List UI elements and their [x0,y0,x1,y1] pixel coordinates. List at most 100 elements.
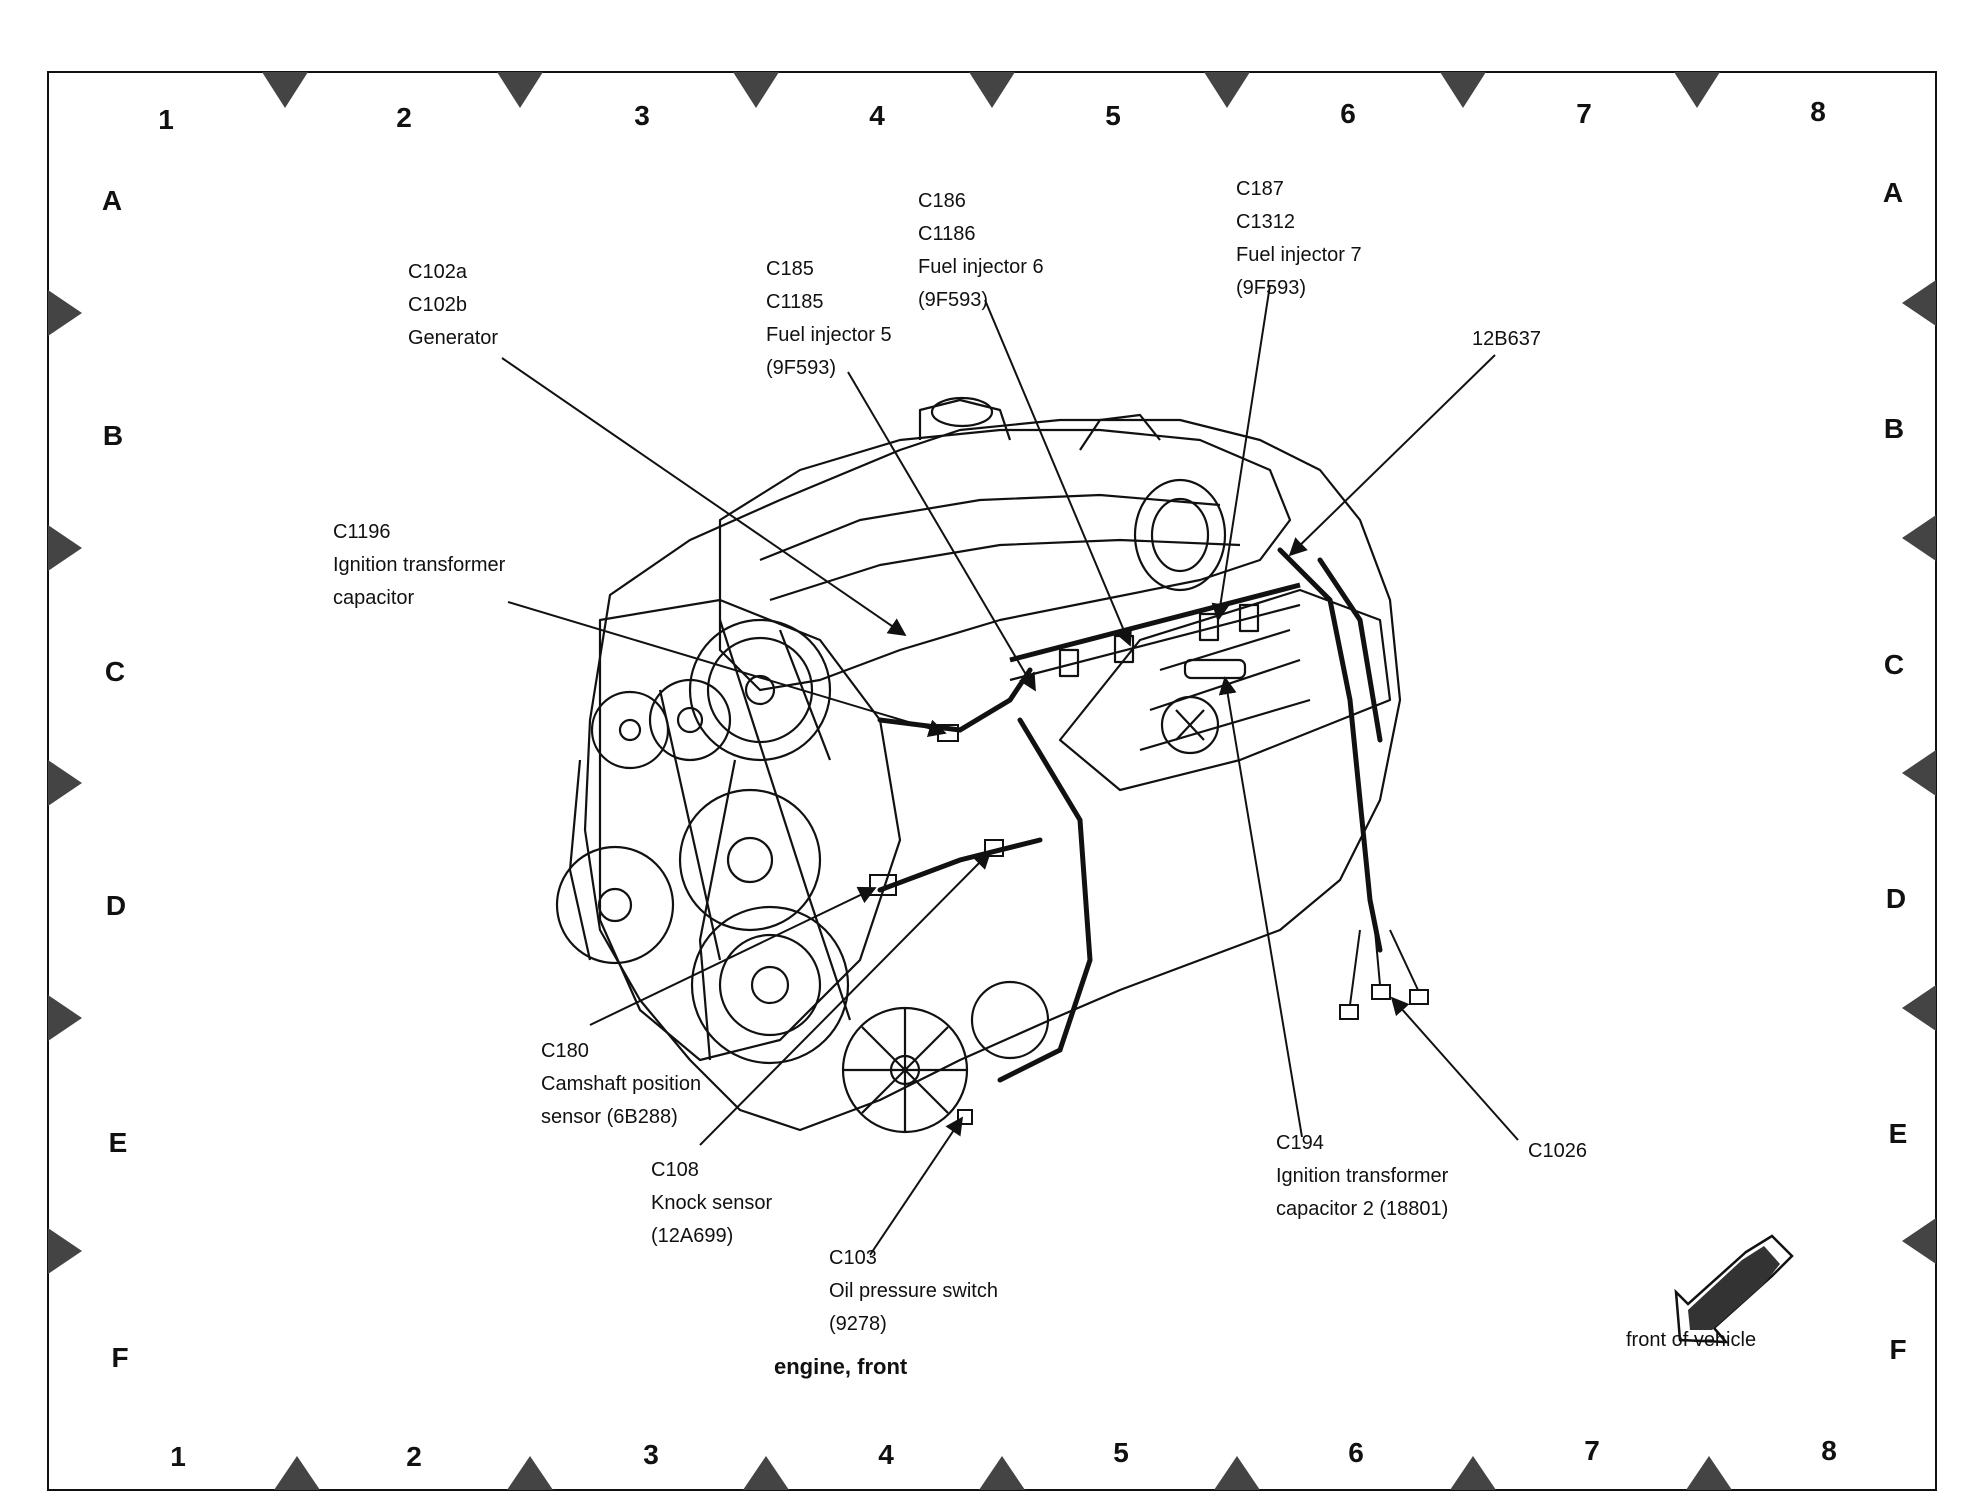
callout-c187-fuel-injector-7: C187 C1312 Fuel injector 7 (9F593) [1236,173,1362,305]
leader-c185 [847,371,1036,692]
crankshaft-hub [750,965,790,1005]
callout-line: sensor (6B288) [541,1106,678,1128]
crank-pulley-upper-hub [726,836,774,884]
grid-col-bottom-7: 7 [1584,1435,1600,1466]
grid-row-left-d: D [105,890,127,921]
valve-cover [1058,588,1392,792]
leader-c180 [589,886,877,1026]
grid-row-left-a: A [101,185,123,216]
grid-row-right-c: C [1883,649,1905,680]
grid-marker [1450,1456,1496,1490]
intake-ridge [759,493,1221,562]
grid-marker [48,760,82,806]
leader-lines [501,284,1519,1256]
grid-col-top-5: 5 [1105,100,1121,131]
idler-pulley-1 [648,678,732,762]
callout-line: C185 [766,258,814,280]
grid-col-top-1: 1 [158,104,174,135]
callout-line: C108 [651,1159,699,1181]
top-edge-markers [262,72,1720,108]
callout-line: (12A699) [651,1225,734,1247]
leader-c108 [699,850,992,1146]
grid-marker [1902,1218,1936,1264]
connector-c1026-c [1409,989,1429,1005]
callout-12b637: 12B637 [1472,323,1541,356]
callout-line: C1312 [1236,211,1295,233]
grid-col-bottom-3: 3 [643,1439,659,1470]
connector-c108 [984,839,1004,857]
grid-row-right-e: E [1888,1118,1908,1149]
ac-compressor-face [970,980,1050,1060]
crankshaft-damper-inner [718,933,822,1037]
air-housing-cap [930,396,994,428]
callout-line: capacitor [333,587,415,609]
power-steering-pulley [555,845,675,965]
harness-front [997,717,1093,1083]
water-pump-spokes [843,1008,967,1132]
ps-pulley-hub [597,887,633,923]
grid-col-top-6: 6 [1340,98,1356,129]
crank-pulley-upper [678,788,822,932]
throttle-linkage [1079,413,1161,451]
grid-marker [262,72,308,108]
callout-line: (9278) [829,1313,887,1335]
grid-col-top-8: 8 [1810,96,1826,127]
callout-c102-generator: C102a C102b Generator [408,256,498,355]
callout-line: C102a [408,261,467,283]
grid-col-bottom-5: 5 [1113,1437,1129,1468]
grid-col-top-2: 2 [396,102,412,133]
throttle-bore [1150,497,1210,573]
grid-row-right-f: F [1889,1334,1907,1365]
generator-pulley-hub [744,674,776,706]
callout-line: capacitor 2 (18801) [1276,1198,1449,1220]
grid-marker [48,995,82,1041]
leader-c103 [869,1116,964,1256]
callout-line: C1026 [1528,1140,1587,1162]
grid-col-top-4: 4 [869,100,885,131]
grid-col-top-7: 7 [1576,98,1592,129]
grid-row-right-d: D [1885,883,1907,914]
drive-belt [698,619,852,1061]
timing-cover [598,598,902,1062]
leader-c102 [501,357,907,637]
callout-line: Fuel injector 6 [918,256,1044,278]
grid-marker [979,1456,1025,1490]
fan-pulley [590,690,670,770]
fan-pulley-hub [618,718,642,742]
grid-marker [274,1456,320,1490]
grid-col-top-3: 3 [634,100,650,131]
grid-col-bottom-2: 2 [406,1441,422,1472]
callout-c1026: C1026 [1528,1135,1587,1168]
grid-marker [733,72,779,108]
injector-7 [1198,612,1220,642]
grid-col-bottom-8: 8 [1821,1435,1837,1466]
leader-c187 [1211,284,1271,622]
callout-c185-fuel-injector-5: C185 C1185 Fuel injector 5 (9F593) [766,253,892,385]
harness-right [1277,547,1383,953]
idler-hub-1 [676,706,704,734]
grid-marker [1902,280,1936,326]
leader-c194 [1218,676,1303,1138]
grid-marker [1674,72,1720,108]
callout-c1196-ignition-capacitor: C1196 Ignition transformer capacitor [333,516,505,615]
leader-c1026 [1390,996,1519,1141]
grid-marker [48,525,82,571]
callout-line: C103 [829,1247,877,1269]
front-of-vehicle-arrow-icon [1674,1234,1794,1344]
harness-right-2 [1317,557,1383,743]
oil-filler-cap [1160,695,1220,755]
callout-line: Knock sensor [651,1192,773,1214]
oil-cap-mark [1175,709,1205,741]
callout-line: (9F593) [1236,277,1307,299]
callout-c186-fuel-injector-6: C186 C1186 Fuel injector 6 (9F593) [918,185,1044,317]
leader-c186 [984,299,1133,647]
wiring-harness [877,547,1383,1083]
left-edge-markers [48,290,82,1274]
generator-pulley-housing [688,618,832,762]
front-of-vehicle-label: front of vehicle [1626,1329,1757,1351]
grid-marker [1686,1456,1732,1490]
grid-row-left-f: F [111,1342,129,1373]
callout-line: (9F593) [766,357,837,379]
callout-line: Fuel injector 5 [766,324,892,346]
